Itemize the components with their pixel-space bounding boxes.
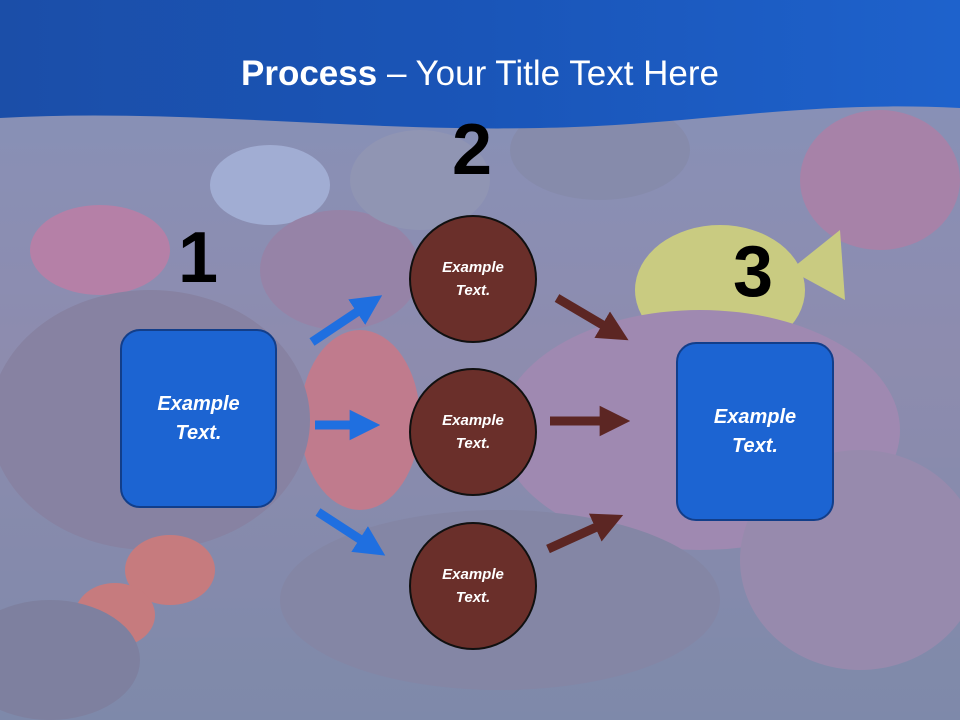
process-box-right-label: Example Text. (713, 405, 797, 457)
arrow-circle-bottom-to-box (546, 513, 624, 554)
arrow-box-to-circle-top (309, 295, 383, 346)
process-circle-bottom-label: Example Text. (442, 566, 504, 606)
process-circle-top-label: Example Text. (442, 259, 504, 299)
arrow-circle-top-to-box (554, 294, 629, 341)
process-box-right[interactable]: Example Text. (676, 342, 834, 521)
process-circle-middle-label: Example Text. (442, 412, 504, 452)
arrow-box-to-circle-bottom (315, 508, 386, 556)
process-circle-bottom[interactable]: Example Text. (409, 522, 537, 650)
step-number-3: 3 (732, 232, 774, 312)
process-circle-top[interactable]: Example Text. (409, 215, 537, 343)
process-circle-middle[interactable]: Example Text. (409, 368, 537, 496)
title-rest: – Your Title Text Here (377, 54, 719, 93)
step-number-1: 1 (177, 218, 219, 298)
title-bold: Process (241, 54, 378, 93)
process-box-left[interactable]: Example Text. (120, 329, 277, 508)
slide-title: Process – Your Title Text Here (0, 52, 960, 96)
header-band (0, 0, 960, 129)
step-number-2: 2 (451, 110, 493, 190)
process-box-left-label: Example Text. (157, 392, 240, 444)
